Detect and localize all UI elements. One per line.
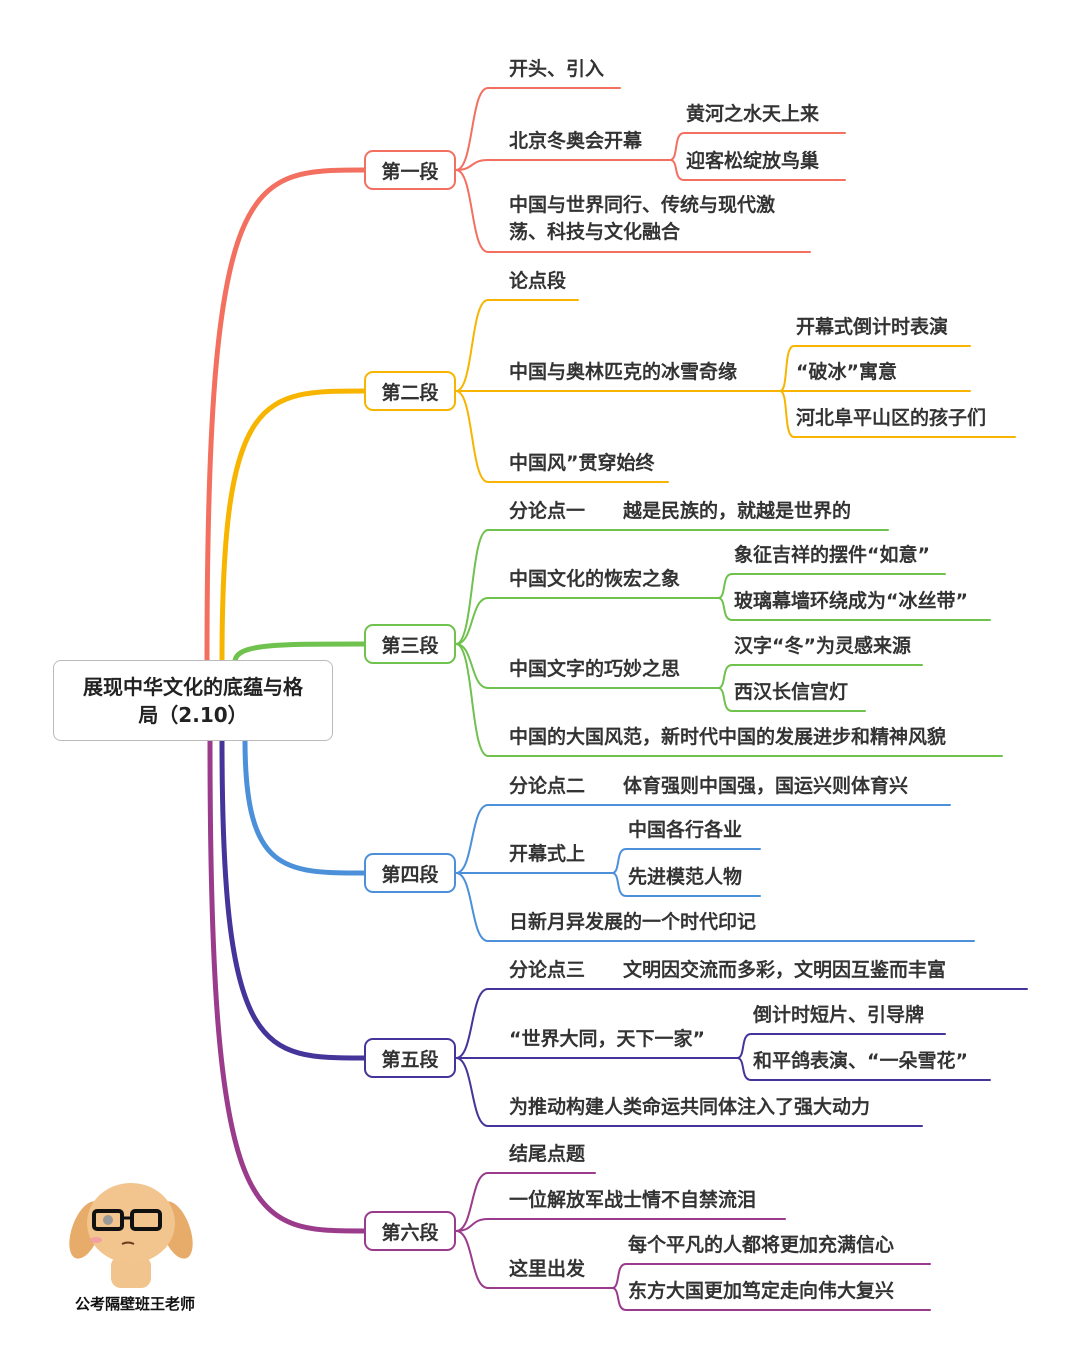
child-branch: [455, 1172, 596, 1232]
root-branch: [207, 737, 367, 1234]
section-node[interactable]: 第三段: [364, 624, 456, 664]
child-topic[interactable]: 结尾点题: [509, 1143, 586, 1165]
watermark-caption: 公考隔壁班王老师: [74, 1295, 195, 1313]
child-topic[interactable]: 论点段: [509, 270, 567, 292]
sub-branch: [611, 848, 761, 874]
sub-topic[interactable]: 东方大国更加笃定走向伟大复兴: [628, 1280, 895, 1302]
root-branch: [219, 737, 367, 1061]
child-branch: [455, 87, 621, 171]
child-branch: [455, 804, 951, 874]
sub-topic[interactable]: 先进模范人物: [628, 866, 743, 888]
sub-branch: [669, 159, 846, 181]
root-branch: [219, 388, 367, 665]
child-topic[interactable]: 中国文化的恢宏之象: [509, 568, 681, 590]
child-topic[interactable]: 这里出发: [509, 1258, 586, 1280]
sub-topic[interactable]: 黄河之水天上来: [686, 103, 820, 125]
sub-branch: [717, 687, 866, 712]
child-topic[interactable]: 开头、引入: [509, 58, 605, 80]
child-branch: [455, 390, 669, 483]
sub-topic[interactable]: 象征吉祥的摆件“如意”: [734, 544, 930, 566]
sub-branch: [779, 345, 971, 392]
section-node[interactable]: 第一段: [364, 150, 456, 190]
root-branch: [232, 641, 367, 665]
sub-branch: [717, 664, 923, 689]
root-topic[interactable]: 展现中华文化的底蕴与格局（2.10）: [53, 660, 333, 741]
child-branch: [455, 1230, 613, 1289]
sub-topic[interactable]: 河北阜平山区的孩子们: [796, 407, 987, 429]
child-topic[interactable]: 北京冬奥会开幕: [509, 130, 643, 152]
sub-branch: [717, 597, 991, 621]
child-topic[interactable]: 日新月异发展的一个时代印记: [509, 911, 757, 933]
child-branch: [455, 872, 975, 942]
root-title: 展现中华文化的底蕴与格局（2.10）: [83, 674, 303, 727]
section-node[interactable]: 第六段: [364, 1211, 456, 1251]
child-branch: [455, 988, 1028, 1059]
child-branch: [455, 597, 719, 645]
sub-branch: [779, 390, 1016, 438]
child-branch: [455, 1218, 786, 1232]
sub-branch: [611, 872, 761, 897]
child-branch: [455, 643, 719, 689]
sub-branch: [611, 1287, 931, 1311]
child-topic[interactable]: 分论点二 体育强则中国强，国运兴则体育兴: [509, 775, 909, 797]
child-topic[interactable]: 分论点三 文明因交流而多彩，文明因互鉴而丰富: [509, 959, 947, 981]
child-topic-line2[interactable]: 荡、科技与文化融合: [509, 221, 681, 243]
child-topic[interactable]: 分论点一 越是民族的，就越是世界的: [509, 500, 852, 522]
child-branch: [455, 1057, 923, 1127]
sub-branch: [736, 1057, 991, 1081]
child-topic[interactable]: 中国文字的巧妙之思: [509, 658, 681, 680]
child-topic[interactable]: 开幕式上: [509, 843, 586, 865]
child-branch: [455, 299, 579, 392]
sub-branch: [736, 1033, 946, 1059]
section-node[interactable]: 第二段: [364, 371, 456, 411]
child-topic[interactable]: 中国风”贯穿始终: [509, 452, 655, 474]
child-branch: [455, 169, 811, 253]
sub-topic[interactable]: 中国各行各业: [628, 819, 743, 841]
section-node[interactable]: 第五段: [364, 1038, 456, 1078]
sub-topic[interactable]: 倒计时短片、引导牌: [753, 1004, 925, 1026]
sub-topic[interactable]: 西汉长信宫灯: [734, 681, 849, 703]
child-branch: [455, 529, 889, 645]
sub-topic[interactable]: “破冰”寓意: [796, 361, 897, 383]
sub-topic[interactable]: 和平鸽表演、“一朵雪花”: [753, 1050, 968, 1072]
sub-branch: [717, 573, 946, 599]
sub-branch: [669, 132, 846, 161]
sub-branch: [611, 1263, 931, 1289]
sub-topic[interactable]: 汉字“冬”为灵感来源: [734, 635, 911, 657]
sub-topic[interactable]: 每个平凡的人都将更加充满信心: [628, 1234, 895, 1256]
child-topic[interactable]: 一位解放军战士情不自禁流泪: [509, 1189, 757, 1211]
section-node[interactable]: 第四段: [364, 853, 456, 893]
sub-topic[interactable]: 玻璃幕墙环绕成为“冰丝带”: [734, 590, 968, 612]
root-branch: [204, 167, 367, 665]
child-topic[interactable]: “世界大同，天下一家”: [509, 1028, 705, 1050]
child-branch: [455, 159, 671, 171]
sub-topic[interactable]: 开幕式倒计时表演: [796, 316, 949, 338]
mascot-dog-image: [69, 1183, 193, 1288]
child-branch: [455, 643, 1003, 757]
child-topic[interactable]: 中国的大国风范，新时代中国的发展进步和精神风貌: [509, 726, 947, 748]
child-topic[interactable]: 为推动构建人类命运共同体注入了强大动力: [509, 1096, 871, 1118]
child-topic[interactable]: 中国与奥林匹克的冰雪奇缘: [509, 361, 738, 383]
sub-topic[interactable]: 迎客松绽放鸟巢: [686, 150, 820, 172]
child-topic[interactable]: 中国与世界同行、传统与现代激: [509, 194, 776, 216]
root-branch: [242, 737, 367, 876]
